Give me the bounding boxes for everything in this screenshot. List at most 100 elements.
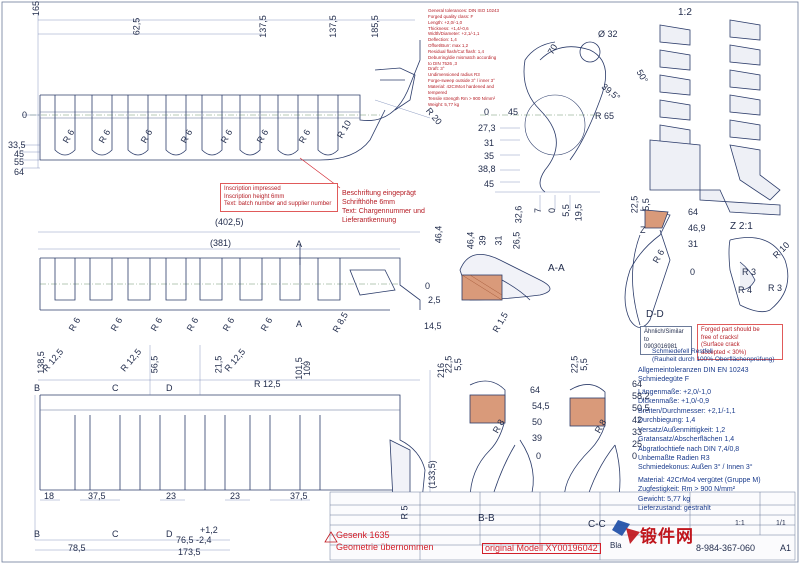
inscription-line: Beschriftung eingeprägt <box>342 190 416 197</box>
dim-0: 0 <box>425 281 431 291</box>
dim-45b: 45 <box>484 179 495 189</box>
inscription-line: Lieferantkennung <box>342 217 397 225</box>
dim-137-5: 137,5 <box>257 15 268 38</box>
radius-label: R 3 <box>742 267 757 277</box>
dim-31: 31 <box>484 138 495 148</box>
section-a-a <box>459 253 551 301</box>
forging-note-2: Geometrie übernommen <box>336 542 434 552</box>
inscription-de: Beschriftung eingeprägt Schrifthöhe 6mm … <box>342 189 425 225</box>
dim-5: 5,5 <box>560 204 571 217</box>
dim-56-5: 56,5 <box>149 355 160 374</box>
dim-55: 55 <box>14 157 25 167</box>
drawing-number: 8-984-367-060 <box>696 543 756 553</box>
detail-z-label: Z 2:1 <box>730 221 753 232</box>
scale-1-1: 1:1 <box>735 520 745 527</box>
section-marker-c: C <box>112 383 119 393</box>
dim-23: 23 <box>166 491 177 501</box>
inscription-line: Inscription impressed <box>224 186 281 192</box>
dim-173-5: 173,5 <box>178 547 201 557</box>
radius-label: R 4 <box>738 285 753 295</box>
front-view <box>38 231 421 311</box>
dim-7: 7 <box>533 207 544 214</box>
dim-37-5: 37,5 <box>290 491 308 501</box>
dim-5-5: 5,5 <box>452 358 463 371</box>
dim-5-5: 5,5 <box>640 198 651 211</box>
dim-133-5: (133,5) <box>426 460 437 489</box>
inscription-line: Text: batch number and supplier number <box>224 201 332 207</box>
original-model-label: original Modell XY00196042 <box>482 543 601 554</box>
detail-z-marker: Z <box>640 225 646 235</box>
dim-64: 64 <box>632 379 643 389</box>
dim-33-5: 33,5 <box>8 140 26 150</box>
dim-18: 18 <box>44 491 55 501</box>
dim-37-5: 37,5 <box>88 491 106 501</box>
dim-76-5: 76,5 -2,4 <box>176 535 212 545</box>
dim-62-5: 62,5 <box>131 17 142 36</box>
isometric-view <box>649 19 781 216</box>
warning-triangle-icon <box>324 531 338 543</box>
dim-46-4: 46,4 <box>465 231 476 250</box>
dim-137-5-b: 137,5 <box>327 15 338 38</box>
inscription-line: Inscription height 6mm <box>224 193 285 200</box>
dim-25: 25 <box>632 439 643 449</box>
section-marker-a: A <box>296 239 303 249</box>
dim-19-5: 19,5 <box>573 203 584 222</box>
dim-r65: R 65 <box>595 111 615 121</box>
dim-32-6: 32,6 <box>513 205 524 224</box>
ident-box: Ähnlich/Similar to 0903016981 <box>640 326 692 355</box>
section-marker-b: B <box>34 529 41 539</box>
dim-381: (381) <box>210 238 232 248</box>
dim-50: 50 <box>532 417 543 427</box>
radius-label: R 12,5 <box>254 379 281 389</box>
section-marker-d: D <box>166 529 173 539</box>
section-d-d <box>624 209 671 328</box>
section-marker-c: C <box>112 529 119 539</box>
detail-z <box>728 237 789 313</box>
dim-33: 33 <box>632 427 643 437</box>
dim-23: 23 <box>230 491 241 501</box>
dim-1-2: +1,2 <box>200 525 218 535</box>
dim-14-5: 14,5 <box>424 321 442 331</box>
dim-5-5: 5,5 <box>578 358 589 371</box>
dim-0: 0 <box>536 451 542 461</box>
section-marker-b: B <box>34 383 41 393</box>
dim-dia-32: Ø 32 <box>598 29 618 39</box>
ident-label: Ähnlich/Similar to <box>644 329 684 343</box>
dim-0: 0 <box>690 267 696 277</box>
section-b-b-label: B-B <box>478 513 495 524</box>
dim-0: 0 <box>632 451 638 461</box>
dim-42: 42 <box>632 415 643 425</box>
dim-27-3: 27,3 <box>478 123 496 133</box>
dim-46-9: 46,9 <box>688 223 706 233</box>
side-view-detail <box>480 41 607 210</box>
dim-39: 39 <box>532 433 543 443</box>
section-a-a-label: A-A <box>548 263 565 274</box>
dim-185-5: 185,5 <box>369 15 380 38</box>
section-marker-d: D <box>166 383 173 393</box>
inscription-box-en: Inscription impressed Inscription height… <box>220 183 338 212</box>
dim-45: 45 <box>14 149 25 159</box>
section-d-d-label: D-D <box>646 309 664 320</box>
dim-26-5: 26,5 <box>511 231 522 250</box>
dim-165: 165 <box>31 0 41 16</box>
section-c-c-label: C-C <box>588 519 606 530</box>
roughness-note: Schmiedefell Restfell (Rauheit durch 100… <box>652 348 775 364</box>
ident-number: 0903016981 <box>644 344 678 350</box>
dim-38-8: 38,8 <box>478 164 496 174</box>
dim-402-5: (402,5) <box>215 217 244 227</box>
top-view <box>22 14 431 169</box>
dim-64: 64 <box>14 167 25 177</box>
dim-109: 109 <box>302 360 313 377</box>
inscription-line: Schrifthöhe 6mm <box>342 199 395 207</box>
dim-31: 31 <box>688 239 699 249</box>
format-a1: A1 <box>780 543 792 553</box>
dim-54-5: 54,5 <box>532 401 550 411</box>
sheet-count: 1/1 <box>776 520 786 527</box>
watermark-logo <box>612 520 640 544</box>
dim-35: 35 <box>484 151 495 161</box>
scale-1-2: 1:2 <box>678 7 692 18</box>
